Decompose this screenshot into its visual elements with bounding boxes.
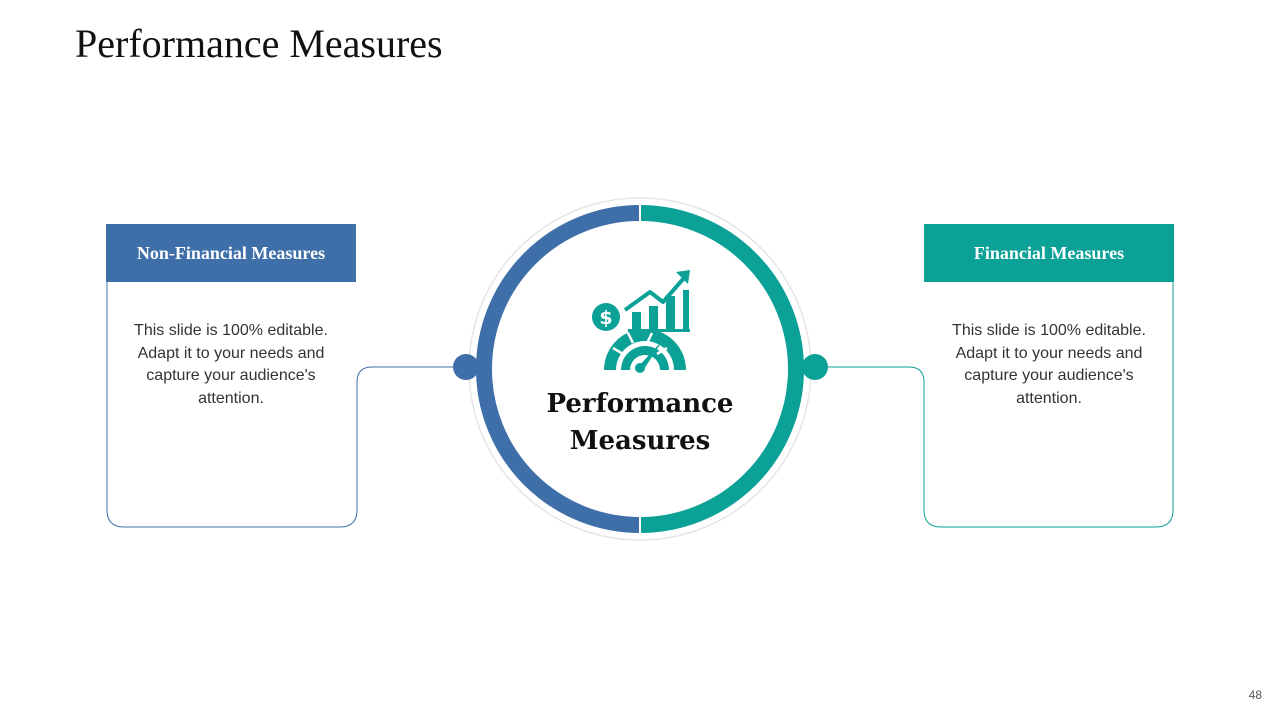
blue-half-ring <box>476 205 641 533</box>
svg-text:$: $ <box>599 307 612 329</box>
financial-measures-label: Financial Measures <box>924 224 1174 282</box>
teal-half-ring <box>639 205 804 533</box>
center-title: Performance Measures <box>510 386 770 460</box>
slide-title: Performance Measures <box>75 21 443 66</box>
center-title-line1: Performance <box>546 389 734 419</box>
non-financial-measures-label: Non-Financial Measures <box>106 224 356 282</box>
center-title-line2: Measures <box>569 426 711 456</box>
left-connector-dot <box>453 354 479 380</box>
right-connector-dot <box>802 354 828 380</box>
financial-measures-text: This slide is 100% editable. Adapt it to… <box>952 322 1146 407</box>
left-connector-line <box>106 282 466 528</box>
non-financial-measures-text: This slide is 100% editable. Adapt it to… <box>134 322 328 407</box>
right-connector-line <box>815 282 1174 528</box>
page-number: 48 <box>1248 688 1262 702</box>
performance-growth-icon: $ <box>592 270 690 373</box>
